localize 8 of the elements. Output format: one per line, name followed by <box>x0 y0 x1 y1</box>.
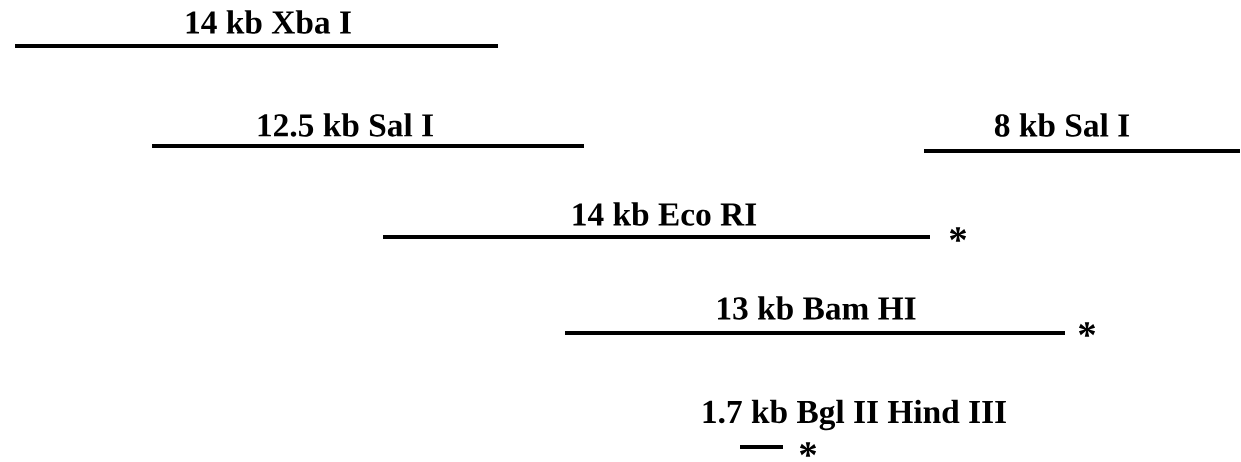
asterisk-mark: * <box>949 227 967 242</box>
asterisk-mark: * <box>1078 322 1096 337</box>
fragment-bar: 13 kb Bam HI <box>565 296 1065 335</box>
fragment-bar: 14 kb Xba I <box>15 10 498 48</box>
fragment-bar: 8 kb Sal I <box>924 113 1240 153</box>
fragment-bar: 14 kb Eco RI <box>383 202 930 239</box>
fragment-bar: 12.5 kb Sal I <box>152 113 584 148</box>
asterisk-mark: * <box>799 442 817 457</box>
